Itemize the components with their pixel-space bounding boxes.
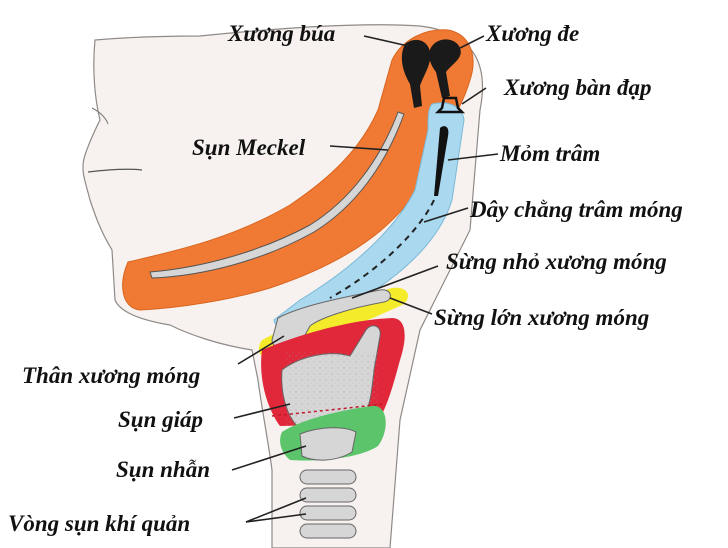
label-styloid: Mỏm trâm [500, 142, 600, 165]
tracheal-ring-3 [300, 506, 356, 520]
label-lesser-horn: Sừng nhỏ xương móng [446, 250, 667, 273]
tracheal-ring-4 [300, 524, 356, 538]
label-cricoid: Sụn nhẫn [116, 458, 210, 481]
label-stylohyoid-ligament: Dây chằng trâm móng [470, 198, 683, 221]
label-meckel: Sụn Meckel [192, 136, 305, 159]
label-tracheal-rings: Vòng sụn khí quản [8, 512, 190, 535]
label-greater-horn: Sừng lớn xương móng [434, 306, 649, 329]
label-incus: Xương đe [486, 22, 579, 45]
label-malleus: Xương búa [228, 22, 335, 45]
tracheal-ring-2 [300, 488, 356, 502]
label-hyoid-body: Thân xương móng [22, 364, 200, 387]
label-thyroid: Sụn giáp [118, 408, 203, 431]
tracheal-ring-1 [300, 470, 356, 484]
label-stapes: Xương bàn đạp [504, 76, 652, 99]
